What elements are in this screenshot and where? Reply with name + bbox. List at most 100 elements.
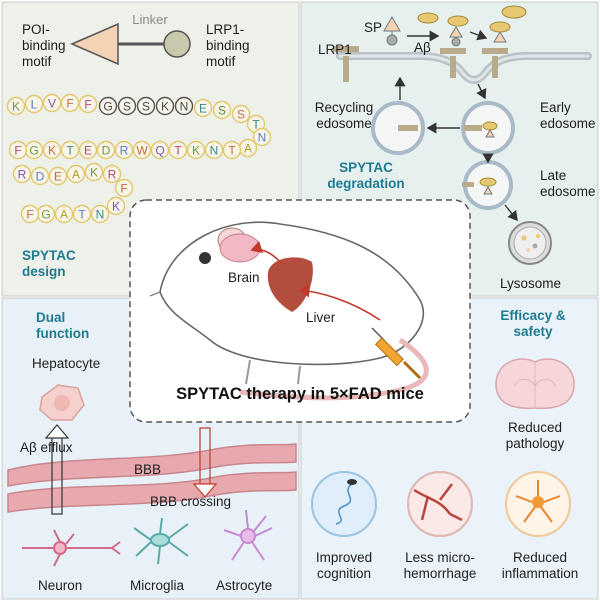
amino-acid-letter: K (192, 144, 200, 158)
amino-acid-bead (117, 96, 137, 116)
amino-acid-bead (174, 96, 194, 116)
sp-label: SP (364, 20, 383, 35)
abeta-efflux-arrow (44, 424, 70, 515)
amino-acid-bead (186, 140, 206, 160)
amino-acid-bead (54, 204, 74, 224)
spytac-molecule-icon (70, 22, 191, 66)
amino-acid-letter: R (120, 144, 129, 158)
amino-acid-letter: K (12, 100, 20, 114)
central-title: SPYTAC therapy in 5×FAD mice (176, 385, 424, 403)
amino-acid-letter: V (48, 97, 56, 111)
recycling-endosome-label: Recycling edosome (314, 100, 374, 131)
amino-acid-letter: K (161, 100, 169, 114)
amino-acid-bead (114, 140, 134, 160)
efficacy-safety-heading: Efficacy & safety (500, 308, 566, 339)
liver-label: Liver (306, 310, 336, 325)
astrocyte-label: Astrocyte (216, 578, 273, 593)
sp-ligand-icon (383, 5, 527, 47)
amino-acid-letter: F (14, 144, 21, 158)
amino-acid-letter: S (218, 104, 226, 118)
amino-acid-letter: D (36, 170, 45, 184)
amino-acid-letter: R (108, 168, 117, 182)
amino-acid-letter: S (237, 108, 245, 122)
amino-acid-letter: T (252, 118, 260, 132)
amino-acid-bead (6, 96, 26, 116)
amino-acid-letter: A (244, 142, 252, 156)
less-microhemorrhage-label: Less micro-hemorrhage (403, 550, 477, 581)
amino-acid-letter: Q (155, 144, 164, 158)
amino-acid-letter: G (29, 144, 38, 158)
amino-acid-bead (42, 93, 62, 113)
amino-acid-bead (212, 100, 232, 120)
amino-acid-letter: K (90, 166, 98, 180)
lrp1-binding-motif-label: LRP1-binding motif (206, 22, 250, 69)
amino-acid-bead (90, 204, 110, 224)
blood-vessel-bbb (7, 443, 297, 513)
hepatocyte-icon (39, 384, 85, 421)
bbb-label: BBB (134, 462, 162, 477)
amino-acid-bead (66, 164, 86, 184)
amino-acid-bead (102, 164, 122, 184)
amino-acid-bead (12, 164, 32, 184)
amino-acid-bead (78, 94, 98, 114)
reduced-inflammation-label: Reduced inflammation (501, 550, 579, 581)
abeta-efflux-label: Aβ efflux (20, 440, 73, 455)
amino-acid-bead (150, 140, 170, 160)
amino-acid-bead (8, 140, 28, 160)
amino-acid-bead (136, 96, 156, 116)
improved-cognition-label: Improved cognition (315, 550, 373, 581)
amino-acid-letter: G (41, 208, 50, 222)
amino-acid-letter: A (72, 168, 80, 182)
amino-acid-letter: K (48, 144, 56, 158)
amino-acid-letter: R (18, 168, 27, 182)
microglia-icon (133, 517, 189, 565)
cell-membrane (336, 52, 592, 84)
lysosome-arrow (504, 204, 518, 222)
amino-acid-letter: N (210, 144, 219, 158)
amino-acid-letter: L (31, 98, 38, 112)
amino-acid-letter: T (78, 208, 86, 222)
brain-section-icon (495, 358, 575, 410)
amino-acid-bead (204, 140, 224, 160)
amino-acid-letter: S (142, 100, 150, 114)
binding-arrow-2 (469, 29, 488, 41)
amino-acid-letter: F (26, 208, 33, 222)
amino-acid-letter: E (199, 102, 207, 116)
amino-acid-bead (114, 178, 134, 198)
amino-acid-letter: N (96, 208, 105, 222)
amino-acid-bead (42, 140, 62, 160)
amino-acid-bead (96, 140, 116, 160)
amino-acid-bead (193, 98, 213, 118)
reduced-inflammation-icon (505, 471, 571, 537)
amino-acid-letter: F (120, 182, 127, 196)
dual-function-heading: Dual function (36, 310, 90, 341)
syringe-icon (371, 327, 422, 380)
bbb-crossing-label: BBB crossing (150, 494, 232, 509)
amino-acid-letter: W (136, 144, 148, 158)
late-endosome-label: Late edosome (540, 168, 596, 199)
neuron-label: Neuron (38, 578, 83, 593)
endocytosis-arrow (476, 83, 487, 100)
amino-acid-bead (231, 104, 251, 124)
late-endosome (462, 160, 513, 210)
brain-label: Brain (228, 270, 260, 285)
amino-acid-letter: D (102, 144, 111, 158)
amino-acid-letter: S (123, 100, 131, 114)
spytac-degradation-heading: SPYTAC degradation (327, 160, 405, 191)
neuron-icon (22, 529, 121, 567)
amino-acid-letter: N (180, 100, 189, 114)
microvessel-icon (407, 471, 473, 537)
amino-acid-letter: K (112, 200, 120, 214)
amino-acid-bead (30, 166, 50, 186)
amino-acid-letter: F (66, 97, 73, 111)
amino-acid-letter: T (66, 144, 74, 158)
amino-acid-bead (78, 140, 98, 160)
microglia-label: Microglia (130, 578, 185, 593)
amino-acid-bead (168, 140, 188, 160)
amino-acid-letter: T (228, 144, 236, 158)
amino-acid-bead (60, 140, 80, 160)
amino-acid-letter: F (84, 98, 91, 112)
